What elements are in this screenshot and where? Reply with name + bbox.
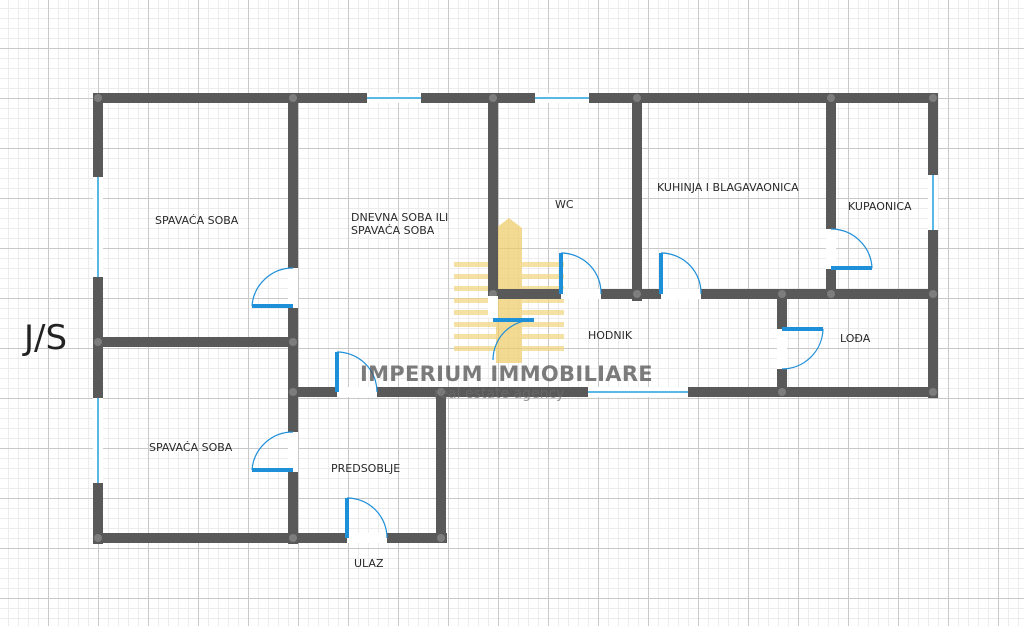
door-icon [826, 228, 873, 270]
watermark-name: IMPERIUM IMMOBILIARE [360, 362, 653, 386]
door-icon [251, 431, 298, 472]
door-icon [659, 252, 702, 299]
room-label-bedroom-2: SPAVAĆA SOBA [149, 441, 233, 454]
room-label-wc: WC [555, 198, 574, 211]
room-label-living-line1: DNEVNA SOBA ILI [351, 211, 449, 224]
door-icon [777, 327, 824, 370]
door-icon [488, 296, 535, 361]
room-label-kitchen: KUHINJA I BLAGAVAONICA [657, 181, 799, 194]
door-icon [345, 497, 388, 543]
room-label-living-line2: SPAVAĆA SOBA [351, 224, 435, 237]
wall [436, 387, 446, 543]
door-icon [335, 351, 378, 397]
wall [928, 93, 938, 398]
windows [93, 93, 938, 483]
wall [93, 93, 938, 103]
room-label-bedroom-1: SPAVAĆA SOBA [155, 214, 239, 227]
watermark-tagline: real estate agency [434, 386, 565, 402]
wall [93, 93, 103, 544]
wall [632, 93, 642, 301]
room-label-loggia: LOĐA [840, 332, 871, 345]
wall [93, 533, 447, 543]
room-label-bathroom: KUPAONICA [848, 200, 912, 213]
room-label-entry-hall: PREDSOBLJE [331, 462, 401, 475]
room-label-hallway: HODNIK [588, 329, 633, 342]
wall-joints [94, 94, 937, 542]
door-icon [251, 267, 298, 308]
wall [826, 93, 836, 294]
wall [93, 337, 298, 347]
orientation-label: J/S [24, 318, 68, 358]
doors [251, 228, 873, 543]
entrance-label: ULAZ [354, 557, 384, 570]
wall [488, 93, 498, 301]
wall [288, 93, 298, 544]
door-icon [559, 252, 602, 299]
